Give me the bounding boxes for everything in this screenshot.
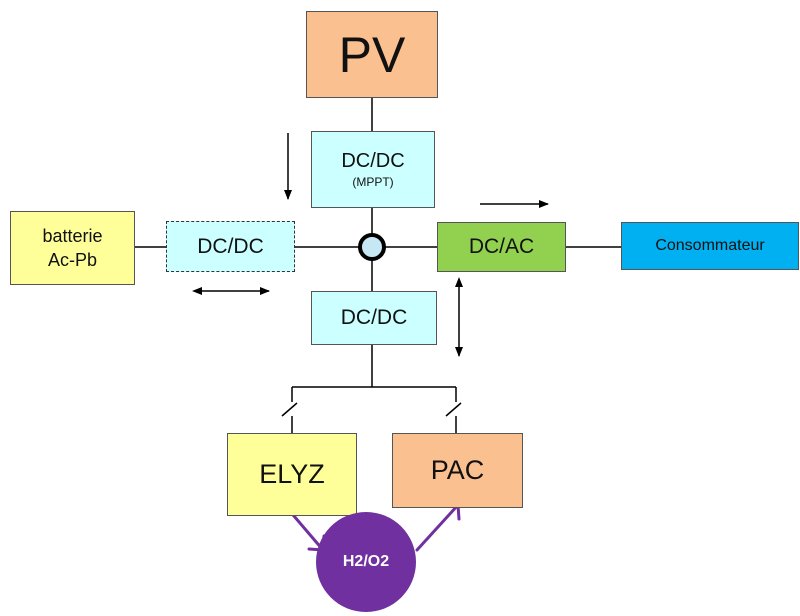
consumer-block: Consommateur	[621, 222, 799, 270]
dcdc-storage-block: DC/DC	[311, 291, 437, 345]
battery-type-label: Ac-Pb	[47, 250, 98, 270]
dcac-inverter-block: DC/AC	[437, 222, 566, 272]
bus-node	[358, 233, 386, 261]
pv-block: PV	[306, 11, 438, 98]
h2o2-storage-circle: H2/O2	[316, 512, 416, 612]
dcdc-mppt-sublabel: (MPPT)	[352, 174, 394, 189]
switch-right	[445, 402, 462, 417]
dcdc-mppt-label: DC/DC	[341, 149, 405, 172]
electrolyzer-block: ELYZ	[227, 433, 357, 516]
fuel-cell-block: PAC	[392, 433, 523, 508]
battery-label: batterie	[42, 225, 103, 246]
switch-left	[281, 402, 298, 417]
arrow-h2o2-to-pac	[415, 503, 460, 552]
dcdc-mppt-block: DC/DC (MPPT)	[311, 131, 435, 208]
dcdc-battery-block: DC/DC	[166, 221, 295, 272]
battery-block: batterie Ac-Pb	[10, 211, 135, 285]
